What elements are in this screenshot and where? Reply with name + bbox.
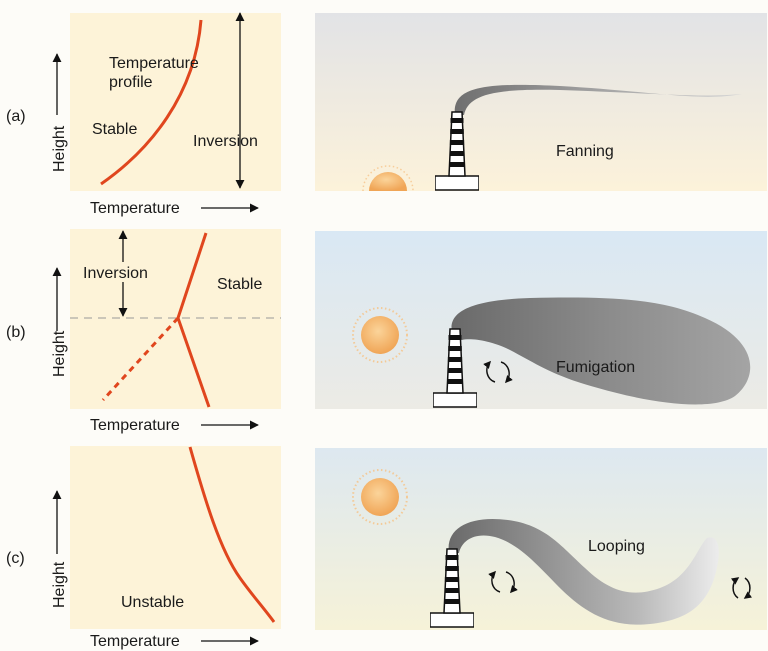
plume-smoke (454, 84, 742, 115)
temperature-profile-line (100, 19, 203, 186)
panel-b: Inversion Stable (b) Height Temperature … (6, 229, 767, 434)
sun-icon (352, 307, 408, 363)
plume-label: Looping (588, 538, 645, 555)
rotation-arrows-icon (483, 360, 513, 384)
y-axis-label: Height (51, 125, 68, 172)
plume-smoke (451, 297, 751, 405)
plume-label: Fanning (556, 143, 614, 160)
panel-c: Unstable (c) Height Temperature Looping (6, 446, 767, 650)
graph-background (70, 446, 281, 629)
panel-tag: (a) (6, 108, 26, 125)
panel-a: Temperature profile Stable Inversion (a)… (6, 12, 767, 217)
panel-tag: (b) (6, 324, 26, 341)
x-axis-label: Temperature (90, 417, 180, 434)
inversion-label: Inversion (83, 265, 148, 282)
rotation-arrows-icon (488, 570, 518, 594)
profile-title-line2: profile (109, 74, 153, 91)
x-axis-label: Temperature (90, 633, 180, 650)
temperature-profile-line (188, 446, 276, 623)
sky-background (315, 13, 767, 191)
sun-icon (352, 469, 408, 525)
y-axis-label: Height (51, 561, 68, 608)
stability-label: Unstable (121, 594, 184, 611)
stability-label: Stable (217, 276, 262, 293)
sun-icon (362, 165, 414, 192)
profile-title-line1: Temperature (109, 55, 199, 72)
plume-label: Fumigation (556, 359, 635, 376)
x-axis-label: Temperature (90, 200, 180, 217)
inversion-label: Inversion (193, 133, 258, 150)
plume-smoke (448, 518, 719, 625)
panel-tag: (c) (6, 550, 25, 567)
stability-label: Stable (92, 121, 137, 138)
y-axis-label: Height (51, 330, 68, 377)
temperature-profile-dashed (101, 316, 180, 402)
rotation-arrows-icon (730, 577, 753, 599)
